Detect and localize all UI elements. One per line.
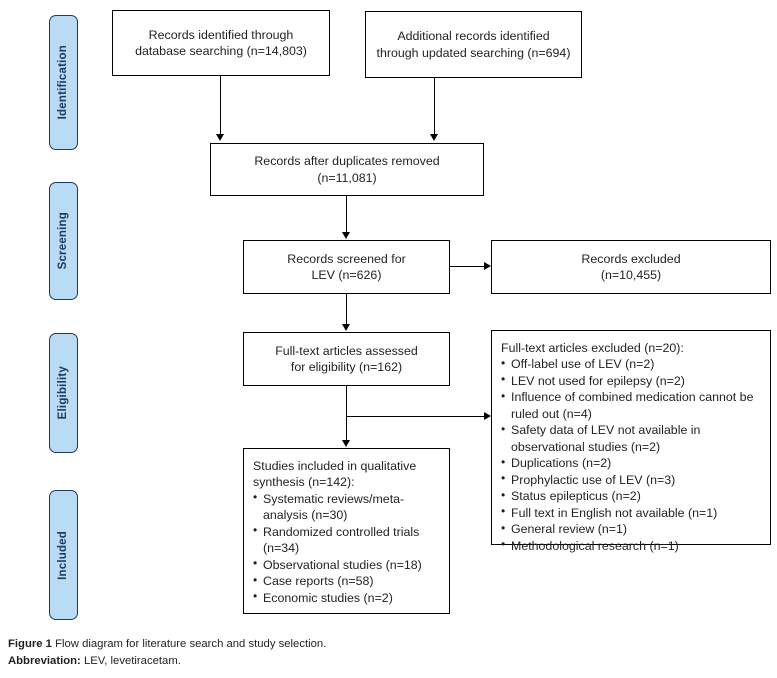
box-db-search-line2: database searching (n=14,803) [135, 44, 307, 58]
fulltext-excluded-heading: Full-text articles excluded (n=20): [501, 341, 684, 355]
stage-identification-label: Identification [56, 45, 69, 120]
stage-included: Included [49, 490, 78, 620]
box-records-excluded-line1: Records excluded [581, 251, 681, 266]
arrowhead-fulltext-to-excluded [484, 412, 491, 420]
box-records-screened: Records screened for LEV (n=626) [243, 240, 450, 294]
arrowhead-screened-to-fulltext [342, 324, 350, 331]
list-item: LEV not used for epilepsy (n=2) [501, 372, 762, 390]
box-studies-included: Studies included in qualitative synthesi… [243, 448, 450, 614]
studies-included-list: Systematic reviews/meta-analysis (n=30) … [253, 490, 441, 607]
list-item: Prophylactic use of LEV (n=3) [501, 471, 762, 489]
list-item: Status epilepticus (n=2) [501, 488, 762, 505]
list-item: Methodological research (n=1) [501, 537, 762, 555]
studies-included-heading: Studies included in qualitative synthesi… [253, 459, 417, 490]
list-item: Off-label use of LEV (n=2) [501, 356, 762, 373]
fulltext-excluded-list: Off-label use of LEV (n=2) LEV not used … [501, 356, 762, 554]
caption-figure-label: Figure 1 [8, 638, 52, 650]
box-updated-search-line1: Additional records identified [397, 29, 550, 44]
box-fulltext-excluded: Full-text articles excluded (n=20): Off-… [491, 330, 771, 553]
connector-duplicates-to-screened [346, 196, 348, 234]
caption-line-2: Abbreviation: LEV, levetiracetam. [8, 653, 608, 670]
connector-fulltext-down-stem [346, 386, 348, 442]
list-item: Case reports (n=58) [253, 573, 441, 590]
box-fulltext-assessed: Full-text articles assessed for eligibil… [243, 332, 450, 386]
box-db-search-line1: Records identified through [148, 27, 294, 42]
box-duplicates-line2: (n=11,081) [317, 170, 377, 185]
box-records-excluded-line2: (n=10,455) [600, 268, 662, 282]
box-updated-search-line2: through updated searching (n=694) [376, 45, 571, 60]
list-item: General review (n=1) [501, 521, 762, 538]
list-item: Safety data of LEV not available in obse… [501, 422, 762, 455]
stage-identification: Identification [49, 15, 78, 150]
box-additional-records-updated-search: Additional records identified through up… [365, 11, 582, 78]
connector-updated-to-duplicates [434, 78, 436, 136]
box-records-excluded: Records excluded (n=10,455) [491, 240, 771, 294]
list-item: Systematic reviews/meta-analysis (n=30) [253, 490, 441, 524]
list-item: Economic studies (n=2) [253, 589, 441, 607]
caption-figure-body: Flow diagram for literature search and s… [55, 638, 327, 650]
list-item: Observational studies (n=18) [253, 556, 441, 574]
list-item: Full text in English not available (n=1) [501, 504, 762, 522]
list-item: Duplications (n=2) [501, 455, 762, 472]
arrowhead-duplicates-to-screened [342, 232, 350, 239]
caption-abbrev-body: LEV, levetiracetam. [83, 654, 181, 667]
box-records-screened-line2: LEV (n=626) [311, 268, 382, 282]
box-records-screened-line1: Records screened for [287, 251, 406, 266]
box-fulltext-assessed-line2: for eligibility (n=162) [290, 360, 403, 374]
connector-fulltext-to-excluded [346, 416, 486, 418]
connector-screened-to-fulltext [346, 294, 348, 326]
caption-abbrev-label: Abbreviation: [8, 654, 81, 667]
stage-screening: Screening [49, 182, 78, 300]
list-item: Randomized controlled trials (n=34) [253, 523, 441, 557]
figure-caption: Figure 1 Flow diagram for literature sea… [8, 636, 608, 669]
arrowhead-updated-to-duplicates [430, 134, 438, 141]
caption-line-1: Figure 1 Flow diagram for literature sea… [8, 636, 608, 653]
connector-db-to-duplicates [220, 76, 222, 136]
arrowhead-screened-to-excluded [484, 262, 491, 270]
arrowhead-db-to-duplicates [216, 134, 224, 141]
connector-screened-to-excluded [450, 266, 485, 268]
arrowhead-fulltext-to-included [342, 440, 350, 447]
box-fulltext-assessed-line1: Full-text articles assessed [275, 343, 418, 358]
stage-eligibility-label: Eligibility [56, 366, 69, 420]
stage-screening-label: Screening [56, 212, 69, 270]
stage-included-label: Included [56, 530, 69, 580]
box-records-after-duplicates-removed: Records after duplicates removed (n=11,0… [210, 143, 484, 196]
stage-eligibility: Eligibility [49, 333, 78, 453]
list-item: Influence of combined medication cannot … [501, 389, 762, 422]
box-duplicates-line1: Records after duplicates removed [254, 154, 440, 169]
box-records-identified-database: Records identified through database sear… [112, 10, 330, 76]
